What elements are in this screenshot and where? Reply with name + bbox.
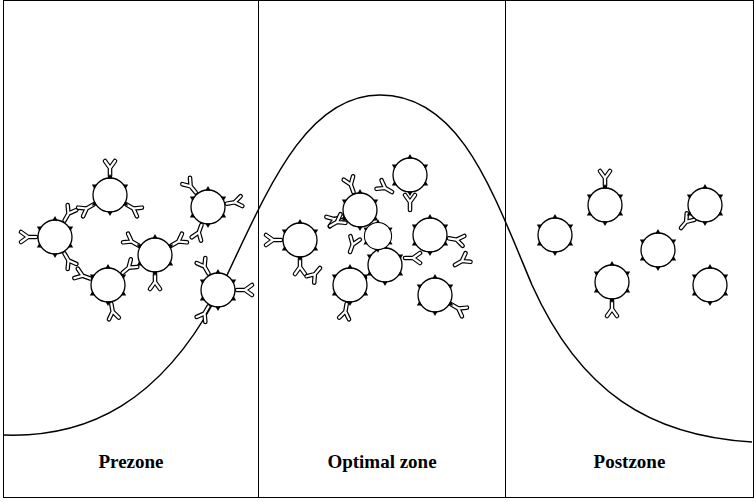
precipitation-curve <box>4 95 752 442</box>
zone-label: Postzone <box>591 451 669 473</box>
prezone-complexes <box>21 161 252 322</box>
lattice-cluster <box>266 154 470 319</box>
postzone-particles <box>536 171 730 316</box>
zone-label: Prezone <box>95 451 166 473</box>
zone-panel: Optimal zone <box>258 0 506 498</box>
zone-panel: Postzone <box>505 0 754 498</box>
zone-panel: Prezone <box>3 0 259 498</box>
zone-label: Optimal zone <box>324 451 439 473</box>
